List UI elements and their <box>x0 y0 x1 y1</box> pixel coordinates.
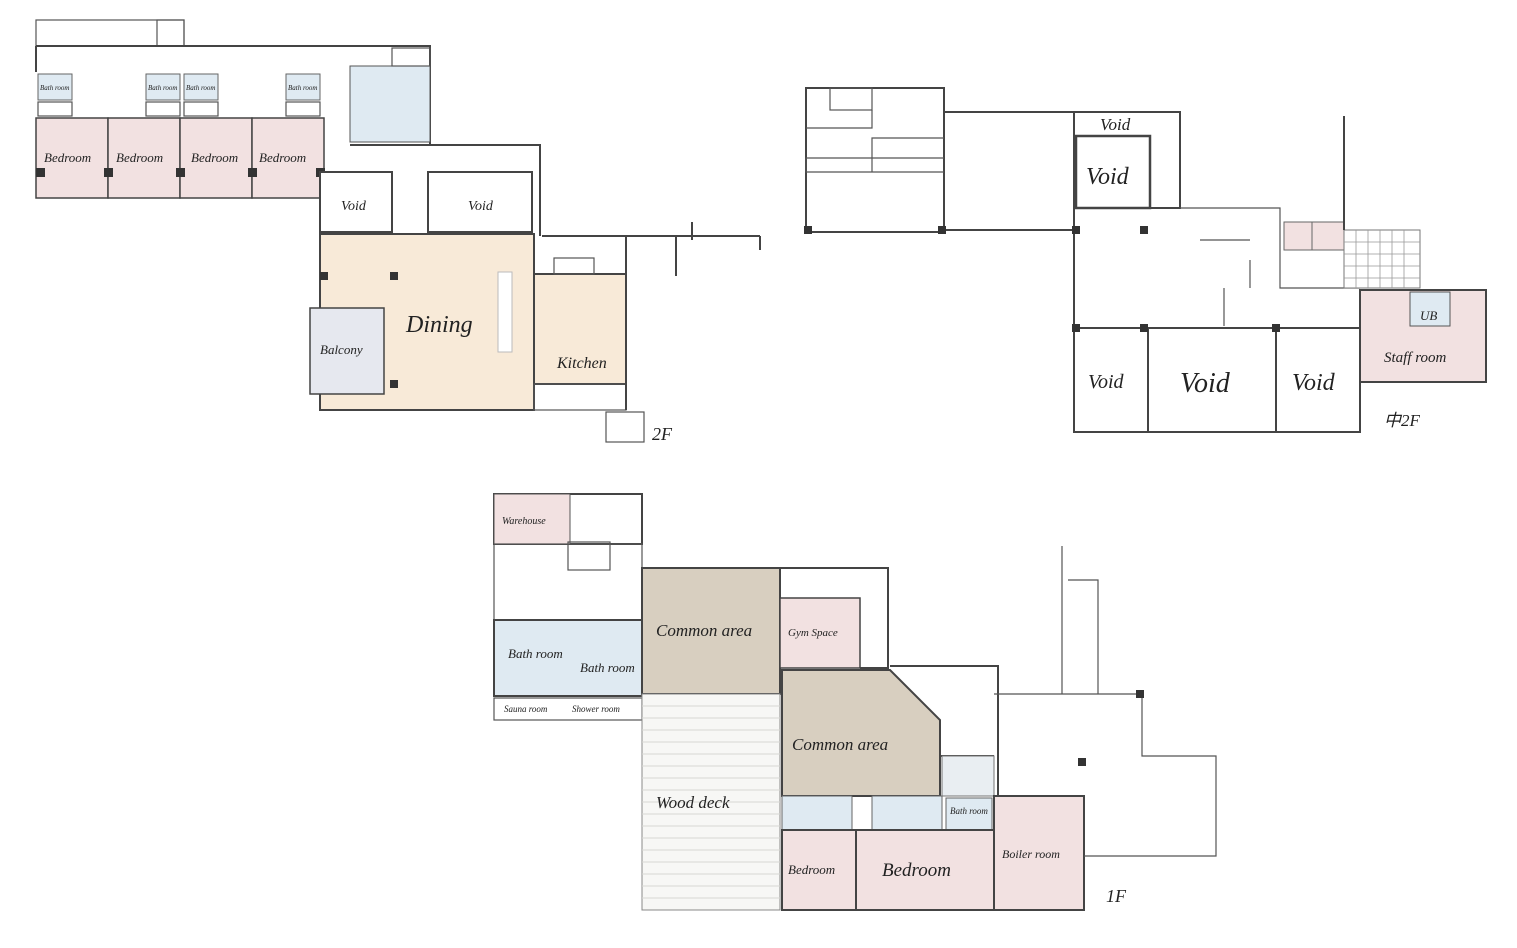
1f-shower-label: Shower room <box>572 704 620 714</box>
2f-balcony-label: Balcony <box>320 342 363 357</box>
2f-bedroom-4 <box>251 117 325 199</box>
1f-gym-space <box>779 597 861 669</box>
floor-2f: Bath room Bath room Bath room Bath room … <box>35 19 761 444</box>
m2f-level-label: 中2F <box>1384 411 1421 430</box>
1f-warehouse <box>493 493 571 545</box>
2f-bath-1-label: Bath room <box>40 84 70 92</box>
m2f-void-low-1-label: Void <box>1088 371 1125 393</box>
2f-bath-3 <box>183 73 219 101</box>
2f-bedroom-1-label: Bedroom <box>44 150 91 165</box>
wood-deck-planks <box>642 705 780 899</box>
1f-boiler-room <box>993 795 1085 911</box>
2f-level-label: 2F <box>652 424 673 444</box>
2f-bath-2-label: Bath room <box>148 84 178 92</box>
1f-level-label: 1F <box>1106 886 1127 906</box>
2f-balcony <box>309 307 385 395</box>
2f-bedroom-2 <box>107 117 181 199</box>
1f-wood-deck-label: Wood deck <box>656 793 730 812</box>
1f-bedroom-1-label: Bedroom <box>788 862 835 877</box>
2f-bath-3-label: Bath room <box>186 84 216 92</box>
floor-1f: Warehouse Bath room Bath room Sauna room… <box>493 493 1217 911</box>
2f-bedroom-3-label: Bedroom <box>191 150 238 165</box>
1f-bedroom-2-label: Bedroom <box>882 860 951 881</box>
2f-void-1-label: Void <box>341 199 367 214</box>
1f-bath-1-label: Bath room <box>508 646 563 661</box>
2f-bedroom-1 <box>35 117 109 199</box>
1f-gym-label: Gym Space <box>788 627 838 639</box>
2f-bedroom-3 <box>179 117 253 199</box>
1f-warehouse-label: Warehouse <box>502 516 546 527</box>
2f-void-2-label: Void <box>468 199 494 214</box>
m2f-staff-room-label: Staff room <box>1384 350 1447 366</box>
1f-bath-3-label: Bath room <box>950 806 988 816</box>
1f-common-area-2-label: Common area <box>792 735 888 754</box>
m2f-void-low-2-label: Void <box>1180 368 1231 399</box>
1f-common-area-2 <box>781 669 941 797</box>
2f-bedroom-4-label: Bedroom <box>259 150 306 165</box>
2f-bath-1 <box>37 73 73 101</box>
m2f-ub <box>1409 291 1451 327</box>
2f-bath-4-label: Bath room <box>288 84 318 92</box>
1f-bath-2-label: Bath room <box>580 660 635 675</box>
2f-bath-4 <box>285 73 321 101</box>
m2f-void-low-3-label: Void <box>1292 370 1336 396</box>
floor-m2f: Void Void Void Void Void UB Staff room 中… <box>804 87 1487 433</box>
m2f-void-large <box>1074 134 1152 210</box>
1f-common-area-1-label: Common area <box>656 621 752 640</box>
1f-bath-area <box>493 619 643 697</box>
m2f-ub-label: UB <box>1420 308 1437 323</box>
2f-bedroom-2-label: Bedroom <box>116 150 163 165</box>
2f-dining-label: Dining <box>405 312 473 338</box>
1f-bath-3 <box>945 797 993 831</box>
2f-kitchen-label: Kitchen <box>556 355 607 372</box>
2f-bath-2 <box>145 73 181 101</box>
1f-sauna-label: Sauna room <box>504 704 548 714</box>
1f-boiler-room-label: Boiler room <box>1002 847 1060 861</box>
m2f-void-large-label: Void <box>1086 164 1130 190</box>
1f-common-area-1 <box>641 567 781 695</box>
2f-void-2 <box>427 171 533 233</box>
2f-void-1 <box>319 171 393 233</box>
1f-bedroom-1 <box>781 829 857 911</box>
m2f-void-top-label: Void <box>1100 115 1131 134</box>
